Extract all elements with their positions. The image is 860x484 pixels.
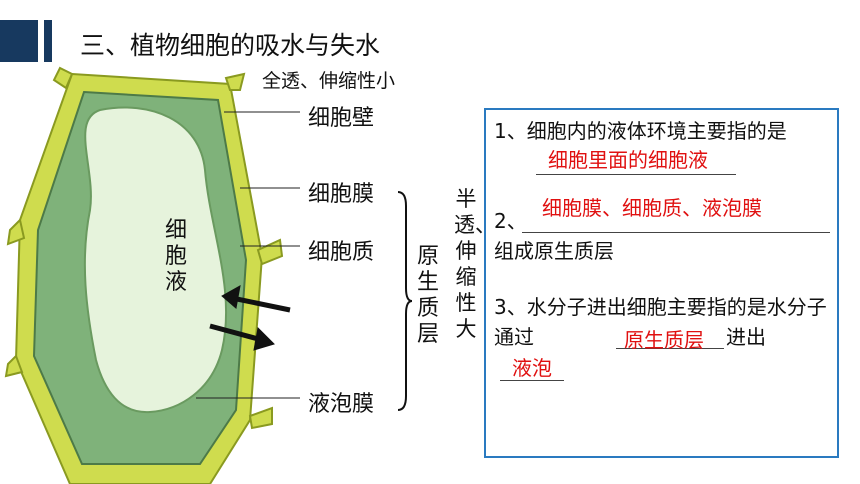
question-box: 1、细胞内的液体环境主要指的是 细胞里面的细胞液 2、 细胞膜、细胞质、液泡膜 … <box>484 108 839 458</box>
answer-1: 细胞里面的细胞液 <box>548 148 708 172</box>
question-3: 3、水分子进出细胞主要指的是水分子通过 <box>494 295 827 349</box>
side-note: 半透、伸缩性大 <box>454 187 496 341</box>
page-title: 三、植物细胞的吸水与失水 <box>80 31 381 60</box>
answer-3b: 液泡 <box>512 356 552 380</box>
label-vacuole-membrane: 液泡膜 <box>308 392 375 417</box>
title-accent-bar <box>0 20 38 62</box>
label-cytoplasm: 细胞质 <box>308 240 375 265</box>
plant-cell-diagram <box>4 66 300 484</box>
question-2-suffix: 组成原生质层 <box>494 239 614 263</box>
water-arrows <box>209 285 291 351</box>
cell-wall-junctions <box>4 66 284 430</box>
bracket <box>397 191 413 411</box>
wall-note: 全透、伸缩性小 <box>262 70 396 92</box>
label-cell-wall: 细胞壁 <box>308 106 375 131</box>
question-2-prefix: 2、 <box>494 209 527 233</box>
question-1: 1、细胞内的液体环境主要指的是 <box>494 119 787 143</box>
label-cell-membrane: 细胞膜 <box>308 182 375 207</box>
vacuole <box>83 106 228 414</box>
answer-2: 细胞膜、细胞质、液泡膜 <box>542 196 762 220</box>
title-accent-bar-thin <box>44 20 52 62</box>
question-3-suffix: 进出 <box>726 325 766 349</box>
protoplast-layer-label: 原生质层 <box>416 244 439 347</box>
answer-3a: 原生质层 <box>624 328 704 352</box>
cell-sap-label: 细胞液 <box>164 218 187 295</box>
